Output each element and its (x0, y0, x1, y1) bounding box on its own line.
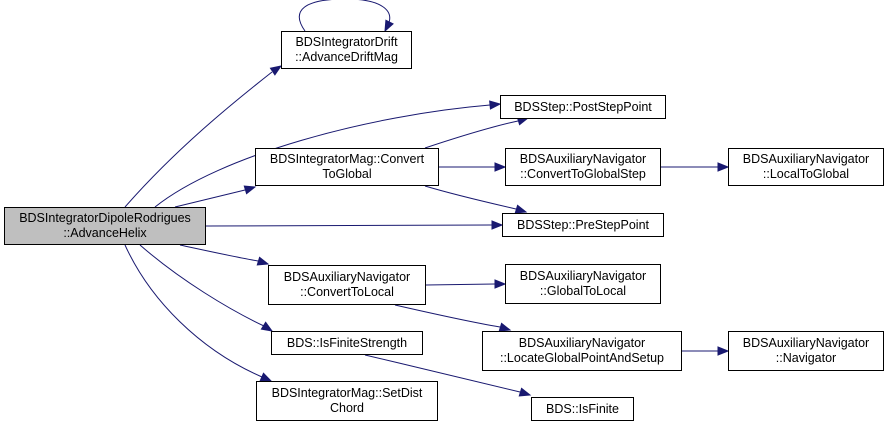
node-root-line-2: ::AdvanceHelix (63, 226, 147, 240)
arrowhead-icon (491, 220, 504, 230)
edge-root-to-converttoglobal (174, 185, 257, 208)
node-auxconvtolocal-line-2: ::ConvertToLocal (300, 285, 394, 299)
node-setdistchord-line-1: BDSIntegratorMag::SetDist (271, 386, 423, 400)
node-poststep-line-1: BDSStep::PostStepPoint (514, 99, 652, 114)
node-auxlocate[interactable]: BDSAuxiliaryNavigator ::LocateGlobalPoin… (482, 331, 682, 371)
node-poststep[interactable]: BDSStep::PostStepPoint (500, 95, 666, 119)
node-auxconvglobalstep[interactable]: BDSAuxiliaryNavigator ::ConvertToGlobalS… (505, 148, 661, 186)
arrowhead-icon (384, 19, 394, 33)
node-auxglobaltolocal-line-2: ::GlobalToLocal (539, 284, 627, 298)
node-drift[interactable]: BDSIntegratorDrift ::AdvanceDriftMag (281, 31, 412, 69)
node-isfinitestrength-line-1: BDS::IsFiniteStrength (286, 335, 408, 350)
edge-root-to-prestep (205, 220, 504, 230)
arrowhead-icon (518, 387, 532, 397)
node-auxconvtolocal[interactable]: BDSAuxiliaryNavigator ::ConvertToLocal (268, 265, 426, 305)
arrowhead-icon (494, 162, 507, 172)
node-isfinitestrength[interactable]: BDS::IsFiniteStrength (271, 331, 423, 355)
edge-isfinitestrength-to-isfinite (364, 354, 532, 397)
edge-root-to-poststep (154, 100, 502, 208)
arrowhead-icon (243, 185, 257, 195)
edge-line (139, 244, 265, 327)
arrowhead-icon (514, 204, 528, 214)
arrowhead-icon (259, 372, 273, 382)
node-auxnavigator[interactable]: BDSAuxiliaryNavigator ::Navigator (728, 331, 884, 371)
arrowhead-icon (260, 321, 274, 332)
edge-line (424, 120, 519, 149)
node-prestep[interactable]: BDSStep::PreStepPoint (502, 213, 664, 237)
edge-line (425, 283, 496, 286)
node-converttoglobal-line-2: ToGlobal (322, 167, 372, 181)
node-drift-line-2: ::AdvanceDriftMag (295, 50, 398, 64)
edge-auxlocate-to-auxnavigator (682, 346, 730, 356)
node-auxglobaltolocal-line-1: BDSAuxiliaryNavigator (519, 269, 647, 283)
edge-converttoglobal-to-auxconvglobalstep (439, 162, 507, 172)
node-root: BDSIntegratorDipoleRodrigues ::AdvanceHe… (4, 207, 206, 245)
edge-root-to-drift (124, 65, 283, 208)
edge-line (394, 304, 501, 328)
arrowhead-icon (717, 346, 730, 356)
node-auxnavigator-line-1: BDSAuxiliaryNavigator (742, 336, 870, 350)
node-auxlocate-line-1: BDSAuxiliaryNavigator (518, 336, 646, 350)
node-auxconvglobalstep-line-1: BDSAuxiliaryNavigator (519, 152, 647, 166)
node-auxlocaltoglobal-line-1: BDSAuxiliaryNavigator (742, 152, 870, 166)
node-auxlocaltoglobal[interactable]: BDSAuxiliaryNavigator ::LocalToGlobal (728, 148, 884, 186)
node-auxconvglobalstep-line-2: ::ConvertToGlobalStep (520, 167, 646, 181)
arrowhead-icon (494, 279, 507, 289)
edge-line (205, 224, 493, 227)
edge-line (424, 185, 517, 210)
edge-root-to-setdistchord (124, 244, 273, 382)
edge-line (179, 244, 259, 262)
arrowhead-icon (498, 322, 512, 332)
arrowhead-icon (489, 100, 502, 110)
edge-root-to-auxconvtolocal (179, 244, 270, 266)
node-auxlocate-line-2: ::LocateGlobalPointAndSetup (499, 351, 664, 365)
node-setdistchord-line-2: Chord (329, 401, 365, 415)
edge-drift-to-drift (298, 0, 394, 33)
edge-line (154, 104, 491, 208)
arrowhead-icon (717, 162, 730, 172)
edge-converttoglobal-to-poststep (424, 116, 530, 149)
edge-auxconvglobalstep-to-auxlocaltoglobal (661, 162, 730, 172)
arrowhead-icon (269, 65, 283, 76)
node-converttoglobal-line-1: BDSIntegratorMag::Convert (269, 152, 425, 166)
node-auxlocaltoglobal-line-2: ::LocalToGlobal (762, 167, 850, 181)
edge-line (124, 71, 273, 208)
node-auxglobaltolocal[interactable]: BDSAuxiliaryNavigator ::GlobalToLocal (505, 264, 661, 304)
node-auxconvtolocal-line-1: BDSAuxiliaryNavigator (283, 270, 411, 284)
edge-root-to-isfinitestrength (139, 244, 274, 332)
edge-auxconvtolocal-to-auxglobaltolocal (425, 279, 507, 289)
edge-line (364, 354, 521, 393)
edge-line (174, 189, 246, 208)
node-isfinite[interactable]: BDS::IsFinite (531, 397, 634, 421)
node-converttoglobal[interactable]: BDSIntegratorMag::Convert ToGlobal (255, 148, 439, 186)
node-auxnavigator-line-2: ::Navigator (775, 351, 837, 365)
edge-converttoglobal-to-prestep (424, 185, 528, 214)
arrowhead-icon (256, 256, 270, 266)
edge-line (298, 0, 391, 32)
node-setdistchord[interactable]: BDSIntegratorMag::SetDist Chord (256, 381, 438, 421)
node-drift-line-1: BDSIntegratorDrift (295, 35, 398, 49)
edge-auxconvtolocal-to-auxlocate (394, 304, 512, 332)
node-prestep-line-1: BDSStep::PreStepPoint (516, 217, 650, 232)
node-root-line-1: BDSIntegratorDipoleRodrigues (19, 211, 191, 225)
edge-line (124, 244, 263, 378)
node-isfinite-line-1: BDS::IsFinite (546, 401, 619, 416)
